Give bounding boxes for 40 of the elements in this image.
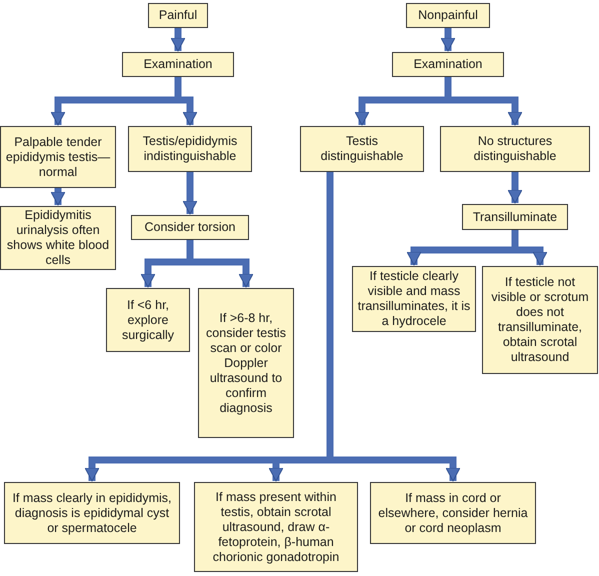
box-text: If mass present within testis, obtain scrotal ultrasound, draw α-fetoprotein, β-human chorionic gonadotropin <box>212 490 340 564</box>
flowchart-box <box>131 215 249 240</box>
flowchart-box <box>462 204 568 230</box>
flowchart-box <box>482 266 598 374</box>
flowchart-box <box>122 52 234 77</box>
box-text: If testicle clearly visible and mass transilluminates, it is a hydrocele <box>357 269 471 329</box>
flowchart-box <box>128 126 252 172</box>
flowchart-box <box>194 482 358 572</box>
box-text: Examination <box>414 57 482 72</box>
box-text: Examination <box>144 57 212 72</box>
box-text: No structures distinguishable <box>472 134 558 164</box>
box-text: Painful <box>158 8 198 23</box>
box-text: Testis/epididymis indistinguishable <box>142 134 238 164</box>
arrow <box>182 172 198 214</box>
flowchart-box <box>370 482 536 544</box>
arrow <box>50 188 66 206</box>
flowchart-box <box>4 482 180 544</box>
box-text: If mass in cord or elsewhere, consider hernia or cord neoplasm <box>377 490 529 536</box>
flowchart-box <box>148 3 208 28</box>
flowchart-box <box>300 126 424 172</box>
arrow <box>508 172 522 204</box>
box-text: If testicle not visible or scrotum does not transilluminate, obtain scrotal ultrasound <box>490 275 590 365</box>
box-text: Epididymitis urinalysis often shows white blood cells <box>6 208 110 268</box>
box-text: Nonpainful <box>418 8 478 23</box>
box-text: Palpable tender epididymis testis—normal <box>5 134 111 180</box>
flowchart-box <box>0 206 116 270</box>
box-text: If mass clearly in epididymis, diagnosis is epididymal cyst or spermatocele <box>11 490 173 536</box>
box-text: Testis distinguishable <box>320 134 404 164</box>
flowchart-box <box>406 3 490 28</box>
box-text: If >6-8 hr, consider testis scan or color Doppler ultrasound to confirm diagnosis <box>205 310 287 416</box>
arrow <box>170 28 186 52</box>
flowchart-box <box>198 288 294 438</box>
arrow <box>440 28 456 52</box>
flowchart-box <box>440 126 590 172</box>
flowchart-box <box>106 288 190 352</box>
flowchart-box <box>392 52 504 77</box>
box-text: Consider torsion <box>144 220 236 235</box>
box-text: If <6 hr, explore surgically <box>120 298 176 342</box>
box-text: Transilluminate <box>472 210 558 224</box>
flowchart-box <box>0 126 116 188</box>
